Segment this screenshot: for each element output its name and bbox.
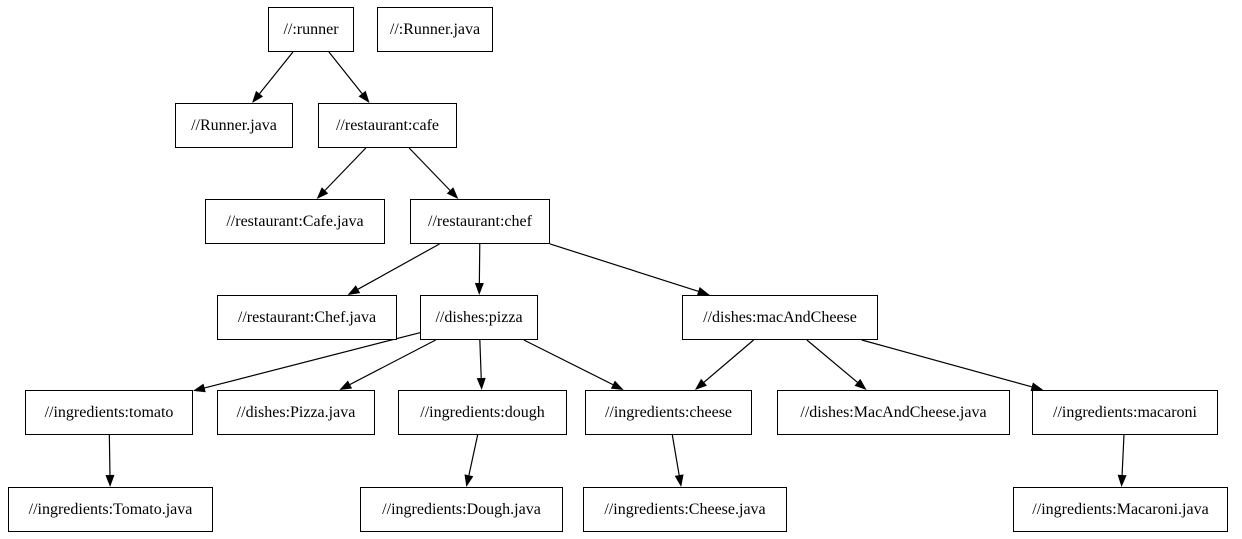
edge-macaroni-to-macaroni_java bbox=[1121, 434, 1125, 476]
edge-cheese-to-cheese_java bbox=[671, 434, 680, 476]
edge-pizza-to-tomato bbox=[204, 332, 421, 389]
graph-node-dough_java: //ingredients:Dough.java bbox=[360, 487, 563, 532]
arrowhead-runner-to-cafe bbox=[358, 90, 370, 103]
graph-node-cheese: //ingredients:cheese bbox=[585, 390, 752, 435]
graph-node-pizza: //dishes:pizza bbox=[420, 295, 538, 340]
arrowhead-chef-to-pizza bbox=[474, 282, 484, 295]
edge-chef-to-chef_java bbox=[357, 243, 440, 290]
edge-mac_and_cheese-to-macaroni bbox=[861, 339, 1032, 388]
edge-pizza-to-dough bbox=[479, 339, 482, 379]
graph-node-macaroni: //ingredients:macaroni bbox=[1032, 390, 1218, 435]
arrowhead-runner-to-runner_java bbox=[252, 90, 264, 103]
graph-node-runner_java: //Runner.java bbox=[175, 103, 293, 148]
arrowhead-dough-to-dough_java bbox=[464, 474, 474, 487]
edge-cafe-to-cafe_java bbox=[324, 147, 367, 191]
graph-node-chef: //restaurant:chef bbox=[410, 199, 550, 244]
edge-tomato-to-tomato_java bbox=[108, 434, 111, 476]
edge-chef-to-mac_and_cheese bbox=[549, 243, 699, 292]
arrowhead-cafe-to-chef bbox=[446, 187, 459, 199]
arrowhead-macaroni-to-macaroni_java bbox=[1117, 474, 1127, 487]
graph-node-mac_and_cheese_java: //dishes:MacAndCheese.java bbox=[777, 390, 1010, 435]
graph-node-cafe_java: //restaurant:Cafe.java bbox=[205, 199, 385, 244]
graph-node-tomato: //ingredients:tomato bbox=[25, 390, 193, 435]
arrowhead-pizza-to-dough bbox=[476, 377, 486, 390]
graph-node-chef_java: //restaurant:Chef.java bbox=[217, 295, 397, 340]
arrowhead-chef-to-chef_java bbox=[347, 285, 361, 295]
edge-pizza-to-cheese bbox=[523, 339, 614, 386]
graph-node-dough: //ingredients:dough bbox=[398, 390, 567, 435]
edge-dough-to-dough_java bbox=[468, 434, 479, 476]
edge-mac_and_cheese-to-mac_and_cheese_java bbox=[806, 339, 858, 383]
arrowhead-cafe-to-cafe_java bbox=[316, 187, 329, 199]
graph-node-cafe: //restaurant:cafe bbox=[318, 103, 457, 148]
edge-runner-to-cafe bbox=[328, 51, 363, 94]
arrowhead-mac_and_cheese-to-macaroni bbox=[1030, 382, 1044, 392]
edge-runner-to-runner_java bbox=[259, 51, 294, 95]
arrowhead-pizza-to-cheese bbox=[610, 380, 624, 390]
arrowhead-pizza-to-pizza_java bbox=[339, 380, 353, 390]
edge-pizza-to-pizza_java bbox=[349, 339, 436, 386]
arrowhead-mac_and_cheese-to-cheese bbox=[694, 378, 707, 390]
edge-cafe-to-chef bbox=[408, 147, 451, 191]
graph-node-macaroni_java: //ingredients:Macaroni.java bbox=[1013, 487, 1228, 532]
graph-node-pizza_java: //dishes:Pizza.java bbox=[217, 390, 375, 435]
graph-node-runner_java_file: //:Runner.java bbox=[377, 7, 493, 52]
arrowhead-mac_and_cheese-to-mac_and_cheese_java bbox=[854, 378, 867, 390]
graph-node-tomato_java: //ingredients:Tomato.java bbox=[8, 487, 213, 532]
arrowhead-chef-to-mac_and_cheese bbox=[696, 287, 710, 296]
edge-mac_and_cheese-to-cheese bbox=[703, 339, 754, 383]
arrowhead-tomato-to-tomato_java bbox=[105, 474, 115, 487]
graph-node-runner: //:runner bbox=[268, 7, 354, 52]
arrowhead-pizza-to-tomato bbox=[193, 383, 206, 393]
arrowhead-cheese-to-cheese_java bbox=[674, 474, 684, 487]
graph-node-mac_and_cheese: //dishes:macAndCheese bbox=[682, 295, 878, 340]
graph-node-cheese_java: //ingredients:Cheese.java bbox=[583, 487, 787, 532]
